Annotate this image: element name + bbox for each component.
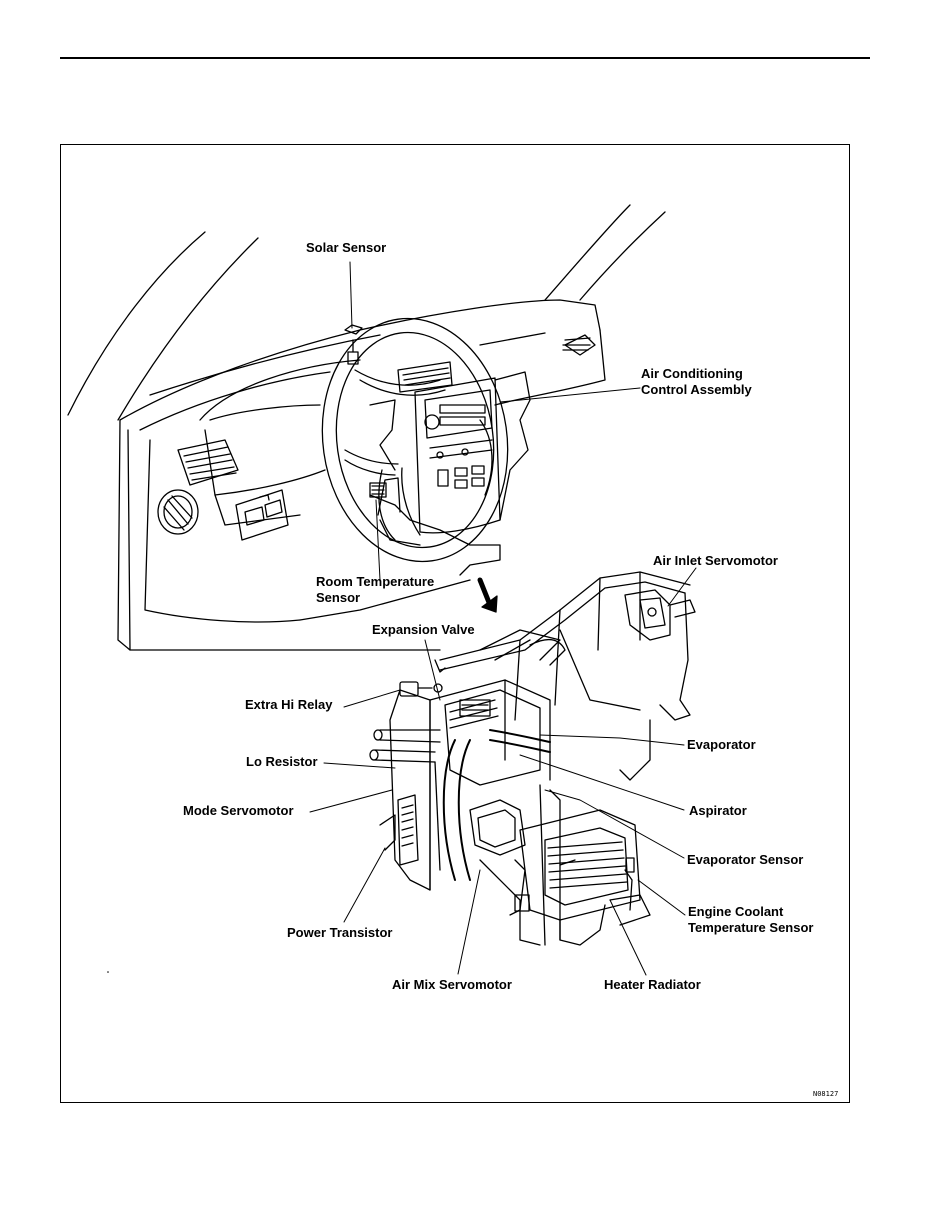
label-lo-resistor: Lo Resistor [246,754,318,769]
leader-lines-upper [349,261,641,581]
direction-arrow [477,577,498,613]
label-engine-coolant-line1: Engine Coolant [688,904,784,919]
label-air-inlet-servomotor: Air Inlet Servomotor [653,553,778,568]
figure-code: N08127 [813,1090,839,1098]
label-mode-servomotor: Mode Servomotor [183,803,294,818]
dashboard-body [117,299,606,651]
leader-lines-lower [309,567,697,976]
label-air-mix-servomotor: Air Mix Servomotor [392,977,512,992]
label-heater-radiator: Heater Radiator [604,977,701,992]
label-solar-sensor: Solar Sensor [306,240,387,255]
steering-wheel [321,317,509,563]
hvac-unit [369,571,696,946]
label-extra-hi-relay: Extra Hi Relay [245,697,333,712]
label-ac-control-line1: Air Conditioning [641,366,743,381]
label-engine-coolant-line2: Temperature Sensor [688,920,814,935]
label-power-transistor: Power Transistor [287,925,393,940]
scan-specks [107,971,109,973]
label-room-temperature-line2: Sensor [316,590,361,605]
solar-sensor-part [344,324,363,365]
windshield-pillars [67,204,666,421]
header-rule [60,57,870,59]
label-expansion-valve: Expansion Valve [372,622,475,637]
label-room-temperature-line1: Room Temperature [316,574,435,589]
label-evaporator: Evaporator [687,737,756,752]
label-evaporator-sensor: Evaporator Sensor [687,852,804,867]
figure-frame [60,144,850,1103]
label-aspirator: Aspirator [689,803,747,818]
label-ac-control-line2: Control Assembly [641,382,752,397]
